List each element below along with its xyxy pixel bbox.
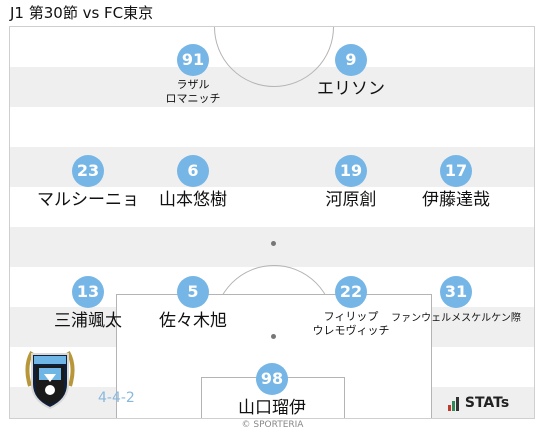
player-mf-3[interactable]: 19 河原創 [271, 155, 431, 210]
player-name-line: ロマニッチ [165, 92, 221, 105]
stats-bar-icon [448, 405, 451, 411]
pitch-stripe [10, 227, 534, 267]
stats-bar-icon [456, 397, 459, 411]
player-name: 山本悠樹 [159, 190, 227, 210]
club-crest-icon [25, 351, 75, 410]
stats-bar-icon [452, 401, 455, 411]
page-title: J1 第30節 vs FC東京 [10, 4, 154, 22]
player-number: 5 [177, 276, 209, 308]
player-number: 9 [335, 44, 367, 76]
player-number: 22 [335, 276, 367, 308]
player-df-1[interactable]: 13 三浦颯太 [8, 276, 168, 331]
stats-logo: STATs [448, 395, 509, 411]
player-name: 伊藤達哉 [422, 190, 490, 210]
player-number: 98 [256, 363, 288, 395]
player-name-line: ラザル [176, 78, 210, 91]
player-df-4[interactable]: 31 ファンウェルメスケルケン際 [376, 276, 536, 325]
player-name: エリソン [317, 79, 385, 99]
player-gk[interactable]: 98 山口瑠伊 [192, 363, 352, 418]
player-number: 31 [440, 276, 472, 308]
player-number: 91 [177, 44, 209, 76]
player-number: 13 [72, 276, 104, 308]
player-mf-4[interactable]: 17 伊藤達哉 [376, 155, 536, 210]
player-mf-1[interactable]: 23 マルシーニョ [8, 155, 168, 210]
player-number: 19 [335, 155, 367, 187]
player-name: 河原創 [325, 190, 377, 210]
copyright: © SPORTERIA [241, 420, 304, 430]
player-name: 山口瑠伊 [238, 398, 306, 418]
formation-label: 4-4-2 [98, 390, 135, 406]
player-fw-left[interactable]: 91 ラザル ロマニッチ [113, 44, 273, 106]
center-spot [271, 241, 276, 246]
player-name: ファンウェルメスケルケン際 [391, 313, 521, 324]
player-number: 17 [440, 155, 472, 187]
player-name: 佐々木旭 [159, 311, 227, 331]
player-name: フィリップ ウレモヴィッチ [271, 310, 431, 338]
player-name: 三浦颯太 [54, 311, 122, 331]
player-df-2[interactable]: 5 佐々木旭 [113, 276, 273, 331]
penalty-box [116, 294, 432, 418]
player-name: ラザル ロマニッチ [113, 78, 273, 106]
player-mf-2[interactable]: 6 山本悠樹 [113, 155, 273, 210]
player-number: 6 [177, 155, 209, 187]
pitch-stripe [10, 107, 534, 147]
player-name-line: フィリップ [323, 310, 379, 323]
player-number: 23 [72, 155, 104, 187]
player-fw-right[interactable]: 9 エリソン [271, 44, 431, 99]
player-df-3[interactable]: 22 フィリップ ウレモヴィッチ [271, 276, 431, 338]
player-name-line: ウレモヴィッチ [312, 324, 390, 337]
pitch-stripe [10, 187, 534, 227]
stats-logo-text: STATs [464, 395, 510, 411]
player-name: マルシーニョ [37, 190, 139, 210]
penalty-spot [271, 334, 276, 339]
